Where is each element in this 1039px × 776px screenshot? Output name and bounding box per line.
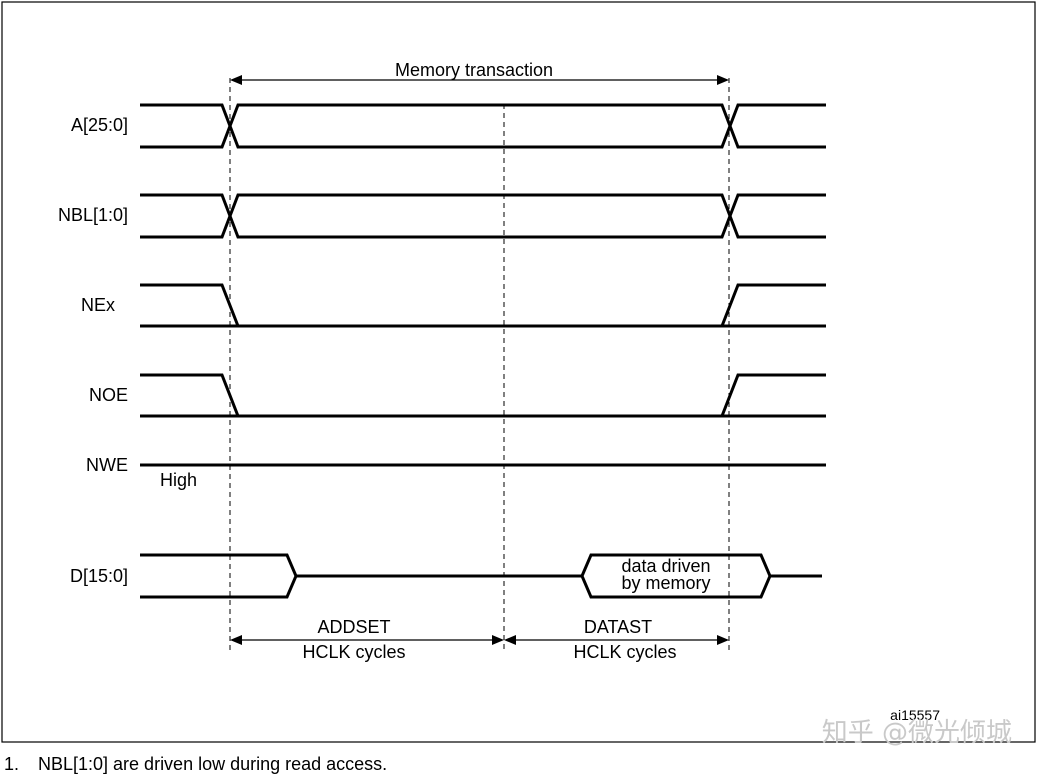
data-waveform bbox=[140, 553, 822, 599]
datast-arrow bbox=[504, 635, 729, 645]
data-bubble-line1: data driven bbox=[621, 556, 710, 576]
nbl-waveform bbox=[140, 193, 826, 239]
signal-label-nwe: NWE bbox=[86, 455, 128, 475]
signal-label-nex: NEx bbox=[81, 295, 115, 315]
data-bubble-line2: by memory bbox=[621, 573, 710, 593]
nex-waveform bbox=[140, 283, 826, 328]
footnote: 1. NBL[1:0] are driven low during read ac… bbox=[4, 754, 387, 775]
footnote-text: NBL[1:0] are driven low during read acce… bbox=[38, 754, 388, 774]
figure-id: ai15557 bbox=[890, 707, 940, 723]
diagram-frame bbox=[1, 1, 1036, 743]
noe-waveform bbox=[140, 373, 826, 418]
memory-transaction-arrow bbox=[230, 75, 729, 85]
watermark: 知乎 @微光倾城 bbox=[822, 718, 1012, 748]
addset-arrow bbox=[230, 635, 504, 645]
nwe-state-label: High bbox=[160, 470, 197, 490]
addset-cycles-label: HCLK cycles bbox=[302, 642, 405, 662]
signal-label-data: D[15:0] bbox=[70, 566, 128, 586]
signal-label-nbl: NBL[1:0] bbox=[58, 205, 128, 225]
footnote-number: 1. bbox=[4, 754, 20, 774]
signal-label-address: A[25:0] bbox=[71, 115, 128, 135]
memory-transaction-label: Memory transaction bbox=[395, 60, 553, 80]
addset-label: ADDSET bbox=[317, 617, 390, 637]
signal-label-noe: NOE bbox=[89, 385, 128, 405]
datast-label: DATAST bbox=[584, 617, 652, 637]
datast-cycles-label: HCLK cycles bbox=[573, 642, 676, 662]
address-waveform bbox=[140, 103, 826, 149]
